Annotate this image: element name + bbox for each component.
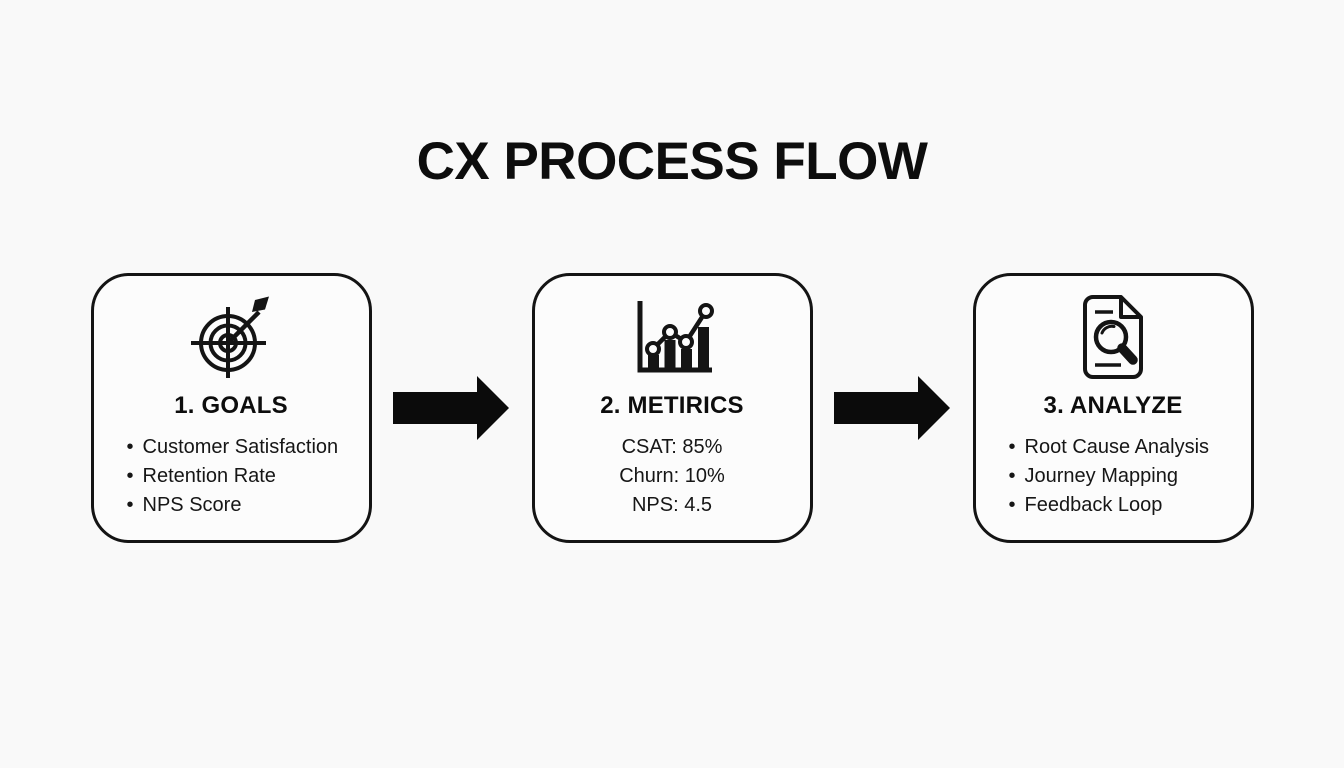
target-icon [94, 290, 369, 384]
flow-arrow-2 [813, 374, 973, 442]
step-heading-analyze: 3. ANALYZE [1043, 392, 1183, 419]
list-item: Churn: 10% [619, 465, 725, 487]
list-item: Retention Rate [127, 462, 369, 491]
block-arrow-right-icon [833, 376, 950, 440]
step-heading-metrics: 2. METIRICS [600, 392, 744, 419]
list-item: NPS: 4.5 [631, 494, 713, 516]
step-box-analyze: 3. ANALYZE Root Cause Analysis Journey M… [972, 273, 1254, 543]
line-bar-chart-icon [535, 290, 810, 384]
flow-arrow-1 [372, 374, 532, 442]
analyze-list: Root Cause Analysis Journey Mapping Feed… [976, 433, 1251, 520]
list-item: Root Cause Analysis [1009, 433, 1251, 462]
list-item: Customer Satisfaction [127, 433, 369, 462]
line-bar-chart-icon-svg [637, 301, 714, 373]
target-icon-svg [191, 296, 269, 378]
step-box-metrics: 2. METIRICS CSAT: 85% Churn: 10% NPS: 4.… [531, 273, 813, 543]
goals-list: Customer Satisfaction Retention Rate NPS… [94, 433, 369, 520]
metrics-list: CSAT: 85% Churn: 10% NPS: 4.5 [535, 433, 810, 520]
block-arrow-right-icon [392, 376, 509, 440]
list-item: NPS Score [127, 491, 369, 520]
process-flow: 1. GOALS Customer Satisfaction Retention… [0, 273, 1344, 543]
step-box-goals: 1. GOALS Customer Satisfaction Retention… [90, 273, 372, 543]
list-item: CSAT: 85% [621, 436, 723, 458]
page-title: CX PROCESS FLOW [416, 132, 928, 191]
list-item: Feedback Loop [1009, 491, 1251, 520]
step-heading-goals: 1. GOALS [174, 392, 288, 419]
list-item: Journey Mapping [1009, 462, 1251, 491]
document-search-icon-svg [1083, 295, 1143, 379]
document-search-icon [976, 290, 1251, 384]
